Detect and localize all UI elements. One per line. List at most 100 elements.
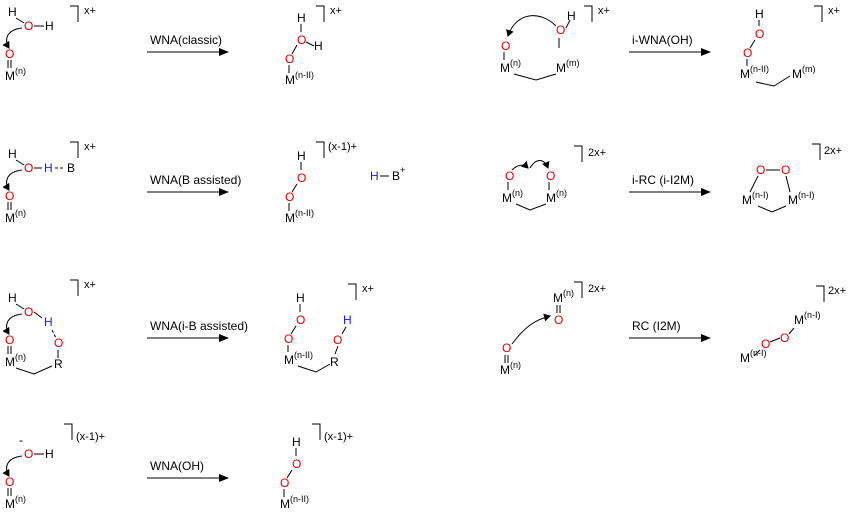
bond [785,175,791,193]
atom-m: M [556,61,566,75]
charge: x+ [84,5,96,17]
electron-push-arrow [2,455,23,477]
electron-push-arrow [529,160,550,169]
r1-product: H O H O M (n-II) x+ [285,5,342,87]
atom-m: M [500,61,510,75]
bond [15,303,25,310]
bond [33,311,43,319]
atom-m: M [788,193,798,207]
atom-h: H [292,435,301,449]
r1-reactant: H O H O M (n) x+ [2,5,96,83]
electron-push-arrow [2,169,23,191]
charge: (x-1)+ [328,141,357,153]
atom-o: O [333,333,342,347]
atom-b: B [67,161,75,175]
atom-m: M [742,193,752,207]
electron-push-arrow [2,313,23,335]
atom-o: O [297,33,306,47]
charge-bracket [316,141,325,158]
r3-arrow: WNA(i-B assisted) [147,319,248,342]
atom-m: M [502,191,512,205]
r3-reactant: H O H O R O M (n) x+ [2,279,96,375]
bond [334,345,339,355]
bond [769,337,781,343]
atom-m: M [5,69,15,83]
atom-r: R [330,355,339,369]
charge-bracket [574,281,583,298]
charge-bracket [316,5,325,22]
atom-h: H [297,149,306,163]
linker-bond [15,365,53,375]
bond [15,17,25,24]
atom-h: H [567,9,576,23]
linker-bond [757,205,787,213]
charge: x+ [330,5,342,17]
reaction-label: i-RC (i-I2M) [632,173,694,187]
bond [753,349,761,357]
r2-arrow: WNA(B assisted) [147,173,241,196]
atom-m: M [500,363,510,377]
atom-o: O [781,163,790,177]
oxidation-state: (n) [563,288,574,298]
charge: x+ [362,283,374,295]
atom-o: O [24,19,33,33]
charge-bracket [584,5,593,22]
charge-bracket [348,283,357,300]
oxidation-state: (n) [512,188,523,198]
r5-arrow: i-WNA(OH) [629,33,711,56]
atom-o: O [24,161,33,175]
electron-push-arrow [506,15,557,37]
atom-o: O [501,39,510,53]
r4-arrow: WNA(OH) [147,459,229,482]
charge: x+ [828,5,840,17]
oxidation-state: (n) [15,352,26,362]
atom-o: O [297,171,306,185]
charge: 2x+ [588,283,606,295]
oxidation-state: (n-II) [294,350,313,360]
atom-h: H [297,11,306,25]
oxidation-state: (m) [566,58,580,68]
charge-minus: - [19,433,23,447]
atom-o: O [556,23,565,37]
r5-reactant: O M (n) O H M (m) x+ [500,5,610,81]
oxidation-state: (n) [556,188,567,198]
bond [15,159,25,166]
charge-bracket [64,423,73,440]
oxidation-state: (m) [802,64,816,74]
atom-o: O [24,305,33,319]
bond [565,19,571,29]
reaction-label: WNA(i-B assisted) [150,319,248,333]
atom-m: M [280,497,290,511]
oxidation-state: (n-I) [804,310,821,320]
atom-o: O [280,476,289,490]
charge: 2x+ [828,285,846,297]
hydrogen-bond [51,329,57,339]
atom-m: M [794,313,804,327]
oxidation-state: (n) [15,494,26,504]
reaction-label: RC (I2M) [632,319,681,333]
atom-h-blue: H [44,161,53,175]
r7-product: M (n-I) O O M (n-I) 2x+ [740,285,846,365]
r6-reactant: O M (n) O M (n) 2x+ [502,145,606,211]
charge-bracket [814,5,823,22]
atom-h: H [8,147,17,161]
atom-h: H [8,5,17,19]
oxidation-state: (n-II) [295,70,314,80]
charge: 2x+ [824,145,842,157]
bond [749,175,759,193]
electron-push-arrow [511,313,551,345]
r1-arrow: WNA(classic) [147,33,229,56]
r4-product: H O O M (n-II) (x-1)+ [280,423,353,511]
atom-o: O [780,331,789,345]
atom-m: M [546,191,556,205]
atom-o: O [5,47,14,61]
atom-m: M [740,351,750,365]
atom-h: H [45,447,54,461]
atom-h-blue: H [44,315,53,329]
atom-o: O [292,457,301,471]
r2-product: H O O M (n-II) (x-1)+ H B + [285,141,405,225]
oxidation-state: (n) [15,208,26,218]
bond [291,44,298,55]
atom-o: O [284,332,293,346]
